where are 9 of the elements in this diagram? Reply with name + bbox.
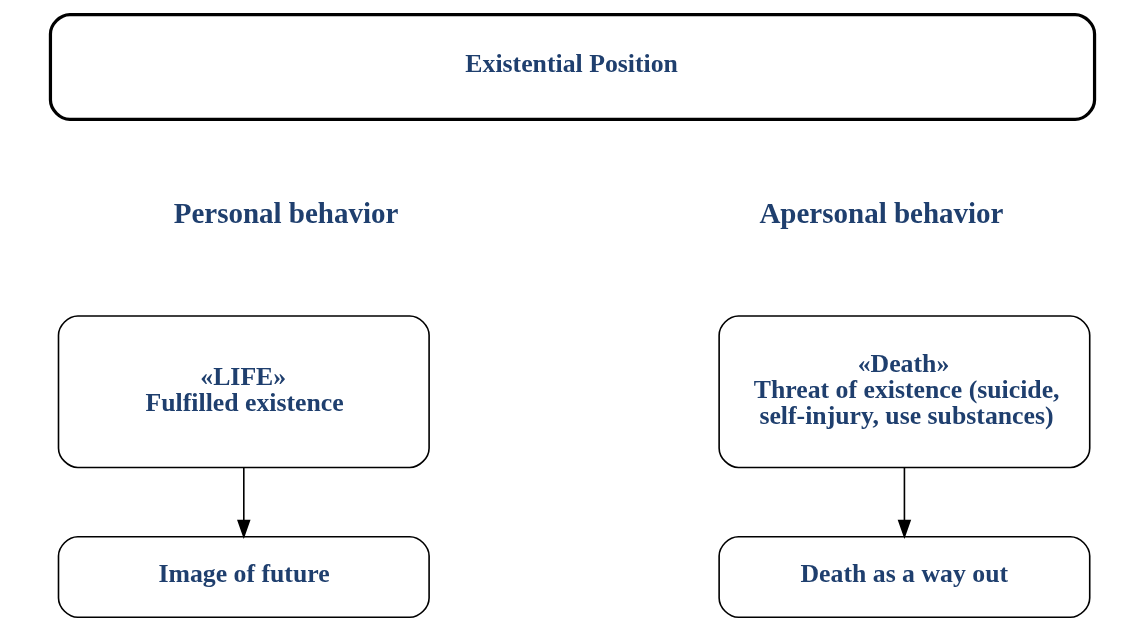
label: Personal behavior — [173, 197, 398, 230]
node-box: Existential Position — [48, 13, 1096, 122]
node-box: «LIFE» Fulfilled existence — [57, 315, 430, 469]
arrow — [236, 467, 251, 540]
arrow — [897, 467, 911, 540]
node-box: Image of future — [57, 535, 430, 619]
node-box: «Death» Threat of existence (suicide, self-injury, use substances) — [717, 315, 1091, 469]
label: Apersonal behavior — [758, 197, 1003, 230]
node-box: Death as a way out — [717, 535, 1091, 619]
